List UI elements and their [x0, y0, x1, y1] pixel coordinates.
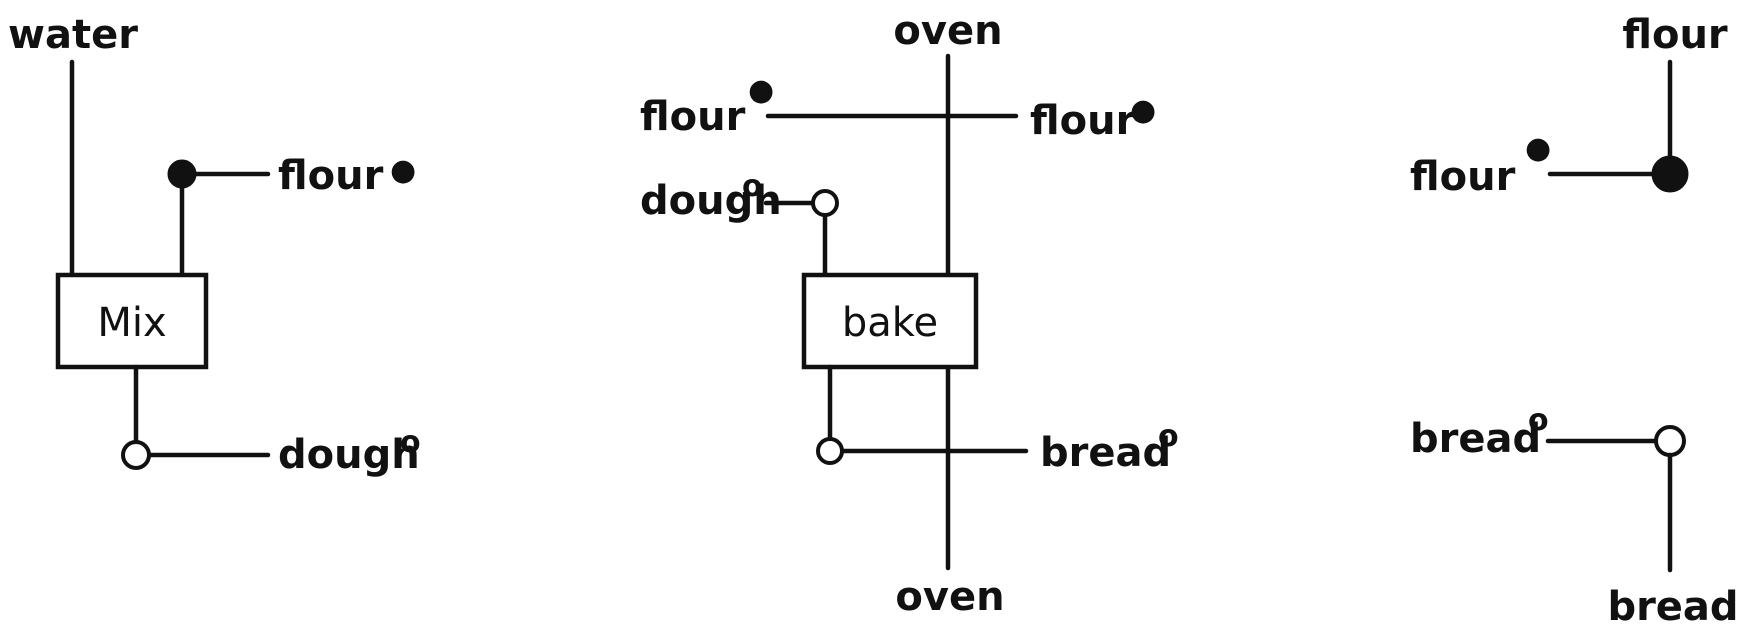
- open-node: [121, 440, 151, 470]
- label-flour-mark: ●: [390, 153, 416, 188]
- label-flour: flour: [278, 153, 384, 199]
- label-dough-mark: o: [742, 169, 763, 204]
- label-flour-left: flour: [640, 94, 746, 140]
- open-node: [811, 189, 839, 217]
- label-water: water: [8, 12, 138, 58]
- label-dough-mark: o: [400, 425, 421, 460]
- label-bread-side: bread: [1410, 416, 1541, 462]
- label-flour-right-mark: ●: [1130, 93, 1156, 128]
- open-node: [816, 437, 844, 465]
- label-flour-right: flour: [1030, 98, 1136, 144]
- label-bread: bread: [1040, 430, 1171, 476]
- mix-diagram: water flour ● Mix dough o: [8, 12, 421, 478]
- mix-box: [55, 272, 209, 370]
- mix-box-label: Mix: [97, 300, 166, 346]
- bake-box-label: bake: [842, 300, 938, 346]
- label-flour-top: flour: [1622, 12, 1728, 58]
- bake-box: [801, 272, 979, 370]
- bake-diagram: oven flour ● flour ● dough o bake bread …: [640, 8, 1179, 620]
- label-bread-side-mark: o: [1528, 403, 1549, 438]
- label-dough: dough: [640, 178, 782, 224]
- label-flour-side-mark: ●: [1525, 131, 1551, 166]
- label-oven-bottom: oven: [895, 574, 1004, 620]
- right-diagram: flour flour ● bread o bread: [1410, 12, 1739, 630]
- label-flour-left-mark: ●: [748, 73, 774, 108]
- label-oven-top: oven: [893, 8, 1002, 54]
- label-bread-bottom: bread: [1607, 584, 1738, 630]
- label-flour-side: flour: [1410, 154, 1516, 200]
- label-dough: dough: [278, 432, 420, 478]
- label-bread-mark: o: [1158, 419, 1179, 454]
- filled-node: [167, 159, 197, 189]
- open-node: [1654, 425, 1686, 457]
- filled-node: [1651, 155, 1689, 193]
